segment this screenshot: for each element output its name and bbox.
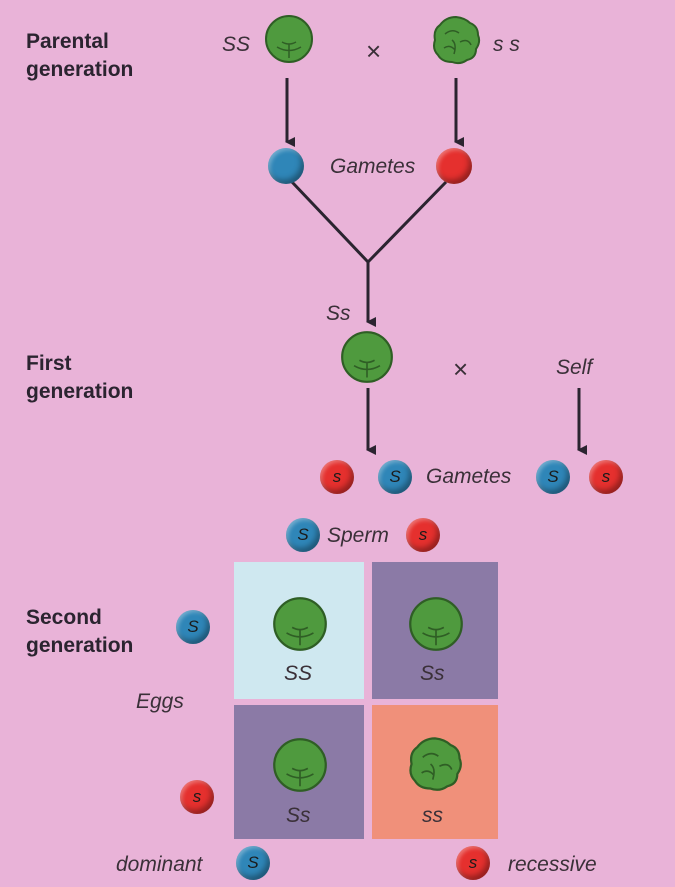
legend-dominant-label: dominant — [116, 853, 203, 876]
heading-first-line1: First — [26, 352, 72, 375]
self-label: Self — [556, 356, 593, 379]
parental-left-genotype: SS — [222, 33, 251, 56]
f1-gamete-recessive-left: s — [320, 460, 354, 494]
heading-parental-line2: generation — [26, 58, 134, 81]
gamete-recessive-ball — [436, 148, 472, 184]
punnett-cell-Ss-bottom: Ss — [234, 705, 364, 839]
heading-second-generation: Second generation — [26, 604, 133, 660]
heading-parental-generation: Parental generation — [26, 28, 133, 84]
legend-recessive-label: recessive — [508, 853, 597, 876]
heading-second-line2: generation — [26, 634, 134, 657]
first-gen-cross-symbol: × — [453, 354, 469, 384]
punnett-genotype-Ss-top: Ss — [420, 662, 445, 685]
parental-cross-symbol: × — [366, 36, 382, 66]
smooth-pea-icon — [273, 738, 327, 792]
line-gamete-right — [366, 180, 448, 264]
heading-first-line2: generation — [26, 380, 134, 403]
wrinkled-pea-parent — [433, 15, 481, 65]
smooth-pea-icon — [409, 597, 463, 651]
egg-recessive-ball: s — [180, 780, 214, 814]
sperm-dominant-ball: S — [286, 518, 320, 552]
legend-dominant-ball: S — [236, 846, 270, 880]
punnett-cell-Ss-top: Ss — [372, 562, 498, 699]
heading-parental-line1: Parental — [26, 30, 109, 53]
f1-gamete-dominant-left: S — [378, 460, 412, 494]
punnett-cell-ss: ss — [372, 705, 498, 839]
smooth-pea-parent — [265, 15, 313, 63]
f1-gamete-recessive-right: s — [589, 460, 623, 494]
sperm-recessive-ball: s — [406, 518, 440, 552]
egg-dominant-ball: S — [176, 610, 210, 644]
punnett-genotype-ss: ss — [422, 804, 443, 827]
parental-right-genotype: s s — [493, 33, 520, 56]
wrinkled-pea-icon — [409, 737, 462, 791]
f1-gamete-dominant-right: S — [536, 460, 570, 494]
smooth-pea-first-gen — [341, 331, 393, 383]
gametes-label-first-gen: Gametes — [426, 465, 512, 488]
gamete-dominant-ball — [268, 148, 304, 184]
heading-first-generation: First generation — [26, 350, 133, 406]
gametes-label-parental: Gametes — [330, 155, 416, 178]
first-gen-genotype: Ss — [326, 302, 351, 325]
eggs-label: Eggs — [136, 690, 184, 713]
sperm-label: Sperm — [327, 524, 389, 547]
line-gamete-left — [290, 180, 370, 264]
heading-second-line1: Second — [26, 606, 102, 629]
punnett-genotype-SS: SS — [284, 662, 313, 685]
punnett-cell-SS: SS — [234, 562, 364, 699]
legend-recessive-ball: s — [456, 846, 490, 880]
punnett-genotype-Ss-bottom: Ss — [286, 804, 311, 827]
smooth-pea-icon — [273, 597, 327, 651]
